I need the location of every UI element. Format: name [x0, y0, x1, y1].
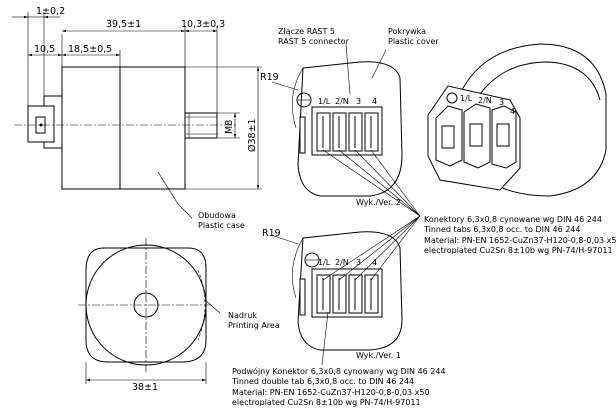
- case-label-en: Plastic case: [198, 221, 245, 230]
- note-leaders: [322, 149, 421, 281]
- pin-label-3: 3: [356, 97, 361, 106]
- leader-line: [354, 215, 421, 281]
- cover-label-pl: Pokrywka: [388, 27, 426, 36]
- radius-ver2: R19: [260, 72, 279, 83]
- pin-label-1: 1/L: [318, 97, 331, 106]
- dim-flange-offset: 10,5: [34, 44, 55, 55]
- leader-line: [371, 49, 387, 79]
- dim-bottom-diameter: 38±1: [132, 382, 158, 393]
- note-line: Material: PN-EN 1652-CuZn37-H120-0,8-0,0…: [232, 388, 430, 397]
- note-line: Tinned double tab 6,3x0,8 occ. to DIN 46…: [231, 377, 414, 386]
- tab-dot: [39, 123, 43, 127]
- note-line: Tinned tabs 6,3x0,8 occ. to DIN 46 244: [423, 225, 581, 234]
- version-1-label: Wyk./Ver. 1: [356, 351, 401, 360]
- leader-line: [177, 203, 193, 219]
- iso-socket-2: [469, 123, 483, 147]
- note-line: electroplated Cu2Sn 8±10b wg PN-74/H-970…: [424, 246, 613, 255]
- note-line: electroplated Cu2Sn 8±10b wg PN-74/H-970…: [232, 398, 421, 407]
- cover-label-en: Plastic cover: [388, 37, 439, 46]
- bottom-view: 38±1 Nadruk Printing Area: [78, 238, 280, 393]
- dim-body-length: 39,5±1: [106, 19, 141, 30]
- leader-line: [157, 171, 179, 205]
- iso-pin-label-4: 4: [510, 107, 515, 116]
- dim-flange-width: 18,5±0,5: [68, 44, 112, 55]
- radius-leader: [273, 235, 299, 245]
- pin-label-2: 2/N: [335, 258, 349, 267]
- version-2-label: Wyk./Ver. 2: [356, 198, 401, 207]
- iso-view: 1/L 2/N 3 4: [427, 43, 607, 197]
- pin-label-2: 2/N: [335, 97, 349, 106]
- print-label-en: Printing Area: [228, 321, 280, 330]
- dim-stud-length: 10,3±0,3: [181, 19, 225, 30]
- iso-socket-3: [496, 123, 510, 147]
- front-radius-arc: [292, 67, 304, 129]
- connector-label-en: RAST 5 connector: [278, 37, 350, 46]
- pin-label-4: 4: [372, 97, 377, 106]
- printing-area-outline: [197, 269, 206, 341]
- leader-line: [322, 149, 421, 217]
- case-label-pl: Obudowa: [198, 211, 236, 220]
- note-line: Material: PN-EN 1652-CuZn37-H120-0,8-0,0…: [424, 236, 616, 245]
- leader-line: [322, 215, 421, 281]
- connector-label-pl: Złącze RAST 5: [278, 27, 335, 36]
- iso-pin-label-3: 3: [499, 98, 504, 107]
- front-radius-arc: [292, 237, 304, 299]
- pin-label-1: 1/L: [318, 258, 331, 267]
- pin-label-3: 3: [356, 258, 361, 267]
- iso-pin-label-2: 2/N: [478, 96, 492, 105]
- leader-line: [370, 149, 421, 217]
- iso-earth-symbol: [446, 92, 458, 104]
- leader-line: [204, 299, 221, 314]
- note-line: Podwójny Konektor 6,3x0,8 cynowany wg DI…: [232, 366, 446, 376]
- front-view-ver2: 1/L 2/N 3 4 R19 Złącze RAST 5 RAST 5 con…: [260, 27, 439, 207]
- radius-leader: [271, 81, 299, 91]
- iso-pin-label-1: 1/L: [460, 94, 473, 103]
- notes-double-tab: Podwójny Konektor 6,3x0,8 cynowany wg DI…: [231, 366, 446, 407]
- print-label-pl: Nadruk: [228, 311, 257, 320]
- iso-rim: [475, 61, 601, 101]
- dim-tab-offset: 1±0,2: [36, 6, 65, 17]
- iso-socket-1: [441, 125, 455, 149]
- leader-line: [338, 149, 421, 217]
- dim-thread: M8: [224, 120, 235, 134]
- radius-ver1: R19: [262, 228, 281, 239]
- leader-line: [354, 149, 421, 217]
- pin-label-4: 4: [372, 258, 377, 267]
- side-slot: [299, 116, 306, 154]
- notes-single-tab: Konektory 6,3x0,8 cynowane wg DIN 46 244…: [423, 215, 616, 255]
- leader-line: [370, 215, 421, 281]
- leader-line: [345, 43, 351, 95]
- earth-symbol: [304, 252, 320, 268]
- dim-body-diameter: Ø38±1: [247, 118, 258, 152]
- leader-line: [321, 311, 329, 366]
- side-view: 1±0,2 39,5±1 10,3±0,3 10,5 18,5±0,5 M8 Ø…: [12, 6, 262, 230]
- note-line: Konektory 6,3x0,8 cynowane wg DIN 46 244: [424, 215, 602, 224]
- side-slot: [299, 278, 306, 316]
- earth-symbol: [296, 92, 312, 108]
- front-view-ver1: 1/L 2/N 3 4 R19 Wyk./Ver. 1: [262, 228, 403, 366]
- side-body: [61, 66, 186, 190]
- leader-line: [338, 215, 421, 281]
